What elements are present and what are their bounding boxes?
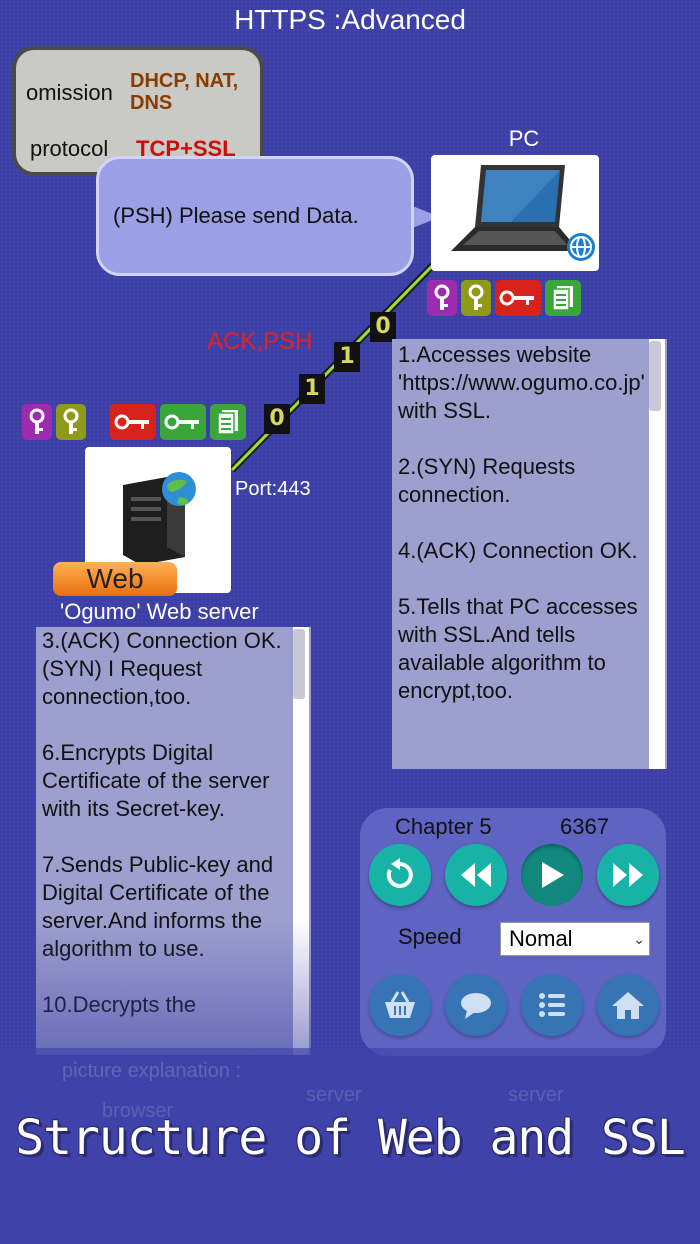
legend-browser: browser bbox=[102, 1100, 174, 1122]
green-key-icon bbox=[160, 404, 206, 440]
omission-label: omission bbox=[26, 80, 113, 105]
packet-bit: 1 bbox=[299, 374, 325, 404]
bottom-banner-band bbox=[0, 1048, 700, 1244]
certificate-icon bbox=[210, 404, 246, 440]
banner-title: Structure of Web and SSL bbox=[15, 1110, 686, 1166]
scrollbar[interactable] bbox=[649, 339, 665, 769]
list-item: 4.(ACK) Connection OK. bbox=[398, 538, 638, 563]
chapter-label: Chapter 5 bbox=[395, 814, 492, 839]
pc-laptop-icon[interactable] bbox=[431, 155, 599, 271]
omission-value: DHCP, NAT, DNS bbox=[130, 70, 239, 114]
speed-select-value: Nomal bbox=[509, 926, 573, 951]
scrollbar[interactable] bbox=[293, 627, 309, 1055]
home-icon bbox=[612, 992, 644, 1019]
scrollbar-thumb[interactable] bbox=[649, 341, 661, 411]
red-key-icon bbox=[110, 404, 156, 440]
app-title: HTTPS :Advanced bbox=[234, 4, 466, 35]
play-icon bbox=[542, 862, 564, 888]
list-item: 2.(SYN) Requests connection. bbox=[398, 454, 576, 507]
list-button[interactable] bbox=[521, 974, 583, 1036]
player-panel: Chapter 5 6367 Speed Nomal ⌄ bbox=[360, 808, 666, 1056]
list-item: 3.(ACK) Connection OK.(SYN) I Request co… bbox=[42, 628, 282, 709]
pc-label: PC bbox=[508, 126, 540, 151]
basket-icon bbox=[385, 991, 415, 1018]
speech-bubble: (PSH) Please send Data. bbox=[96, 156, 414, 276]
pc-steps-panel[interactable]: 1.Accesses website 'https://www.ogumo.co… bbox=[392, 339, 667, 769]
rewind-button[interactable] bbox=[445, 844, 507, 906]
replay-icon bbox=[386, 858, 413, 888]
list-item: 10.Decrypts the bbox=[42, 992, 197, 1017]
list-icon bbox=[539, 993, 565, 1017]
certificate-icon bbox=[545, 280, 581, 316]
basket-button[interactable] bbox=[369, 974, 431, 1036]
fast-forward-icon bbox=[613, 863, 643, 887]
list-item: 1.Accesses website 'https://www.ogumo.co… bbox=[398, 342, 645, 423]
play-button[interactable] bbox=[521, 844, 583, 906]
comment-icon bbox=[461, 993, 491, 1019]
purple-key-icon bbox=[22, 404, 52, 440]
server-steps-panel[interactable]: 3.(ACK) Connection OK.(SYN) I Request co… bbox=[36, 627, 311, 1055]
server-keys bbox=[22, 404, 246, 440]
packet-bit: 0 bbox=[370, 312, 396, 342]
list-item: 6.Encrypts Digital Certificate of the se… bbox=[42, 740, 270, 821]
legend-server: server bbox=[306, 1084, 362, 1106]
speed-label: Speed bbox=[398, 924, 462, 949]
packet-bit: 1 bbox=[334, 342, 360, 372]
purple-key-icon bbox=[427, 280, 457, 316]
picture-explanation-label: picture explanation : bbox=[62, 1060, 242, 1082]
replay-button[interactable] bbox=[369, 844, 431, 906]
comment-button[interactable] bbox=[445, 974, 507, 1036]
web-badge: Web bbox=[53, 562, 177, 596]
list-item: 5.Tells that PC accesses with SSL.And te… bbox=[398, 594, 638, 703]
protocol-label: protocol bbox=[30, 136, 109, 161]
server-name: 'Ogumo' Web server bbox=[60, 599, 259, 624]
packet-flag-label: ACK,PSH bbox=[207, 328, 313, 355]
counter-label: 6367 bbox=[560, 814, 609, 839]
rewind-icon bbox=[461, 863, 491, 887]
scrollbar-thumb[interactable] bbox=[293, 629, 305, 699]
list-item: 7.Sends Public-key and Digital Certifica… bbox=[42, 852, 274, 961]
red-key-icon bbox=[495, 280, 541, 316]
chevron-down-icon: ⌄ bbox=[633, 931, 645, 947]
port-label: Port:443 bbox=[235, 478, 311, 500]
home-button[interactable] bbox=[597, 974, 659, 1036]
fast-forward-button[interactable] bbox=[597, 844, 659, 906]
picture-explanation-legend: browser server server bbox=[62, 1084, 682, 1130]
speed-select[interactable]: Nomal ⌄ bbox=[500, 922, 650, 956]
olive-key-icon bbox=[56, 404, 86, 440]
packet-bit: 0 bbox=[264, 404, 290, 434]
pc-keys bbox=[427, 280, 581, 316]
olive-key-icon bbox=[461, 280, 491, 316]
legend-server: server bbox=[508, 1084, 564, 1106]
